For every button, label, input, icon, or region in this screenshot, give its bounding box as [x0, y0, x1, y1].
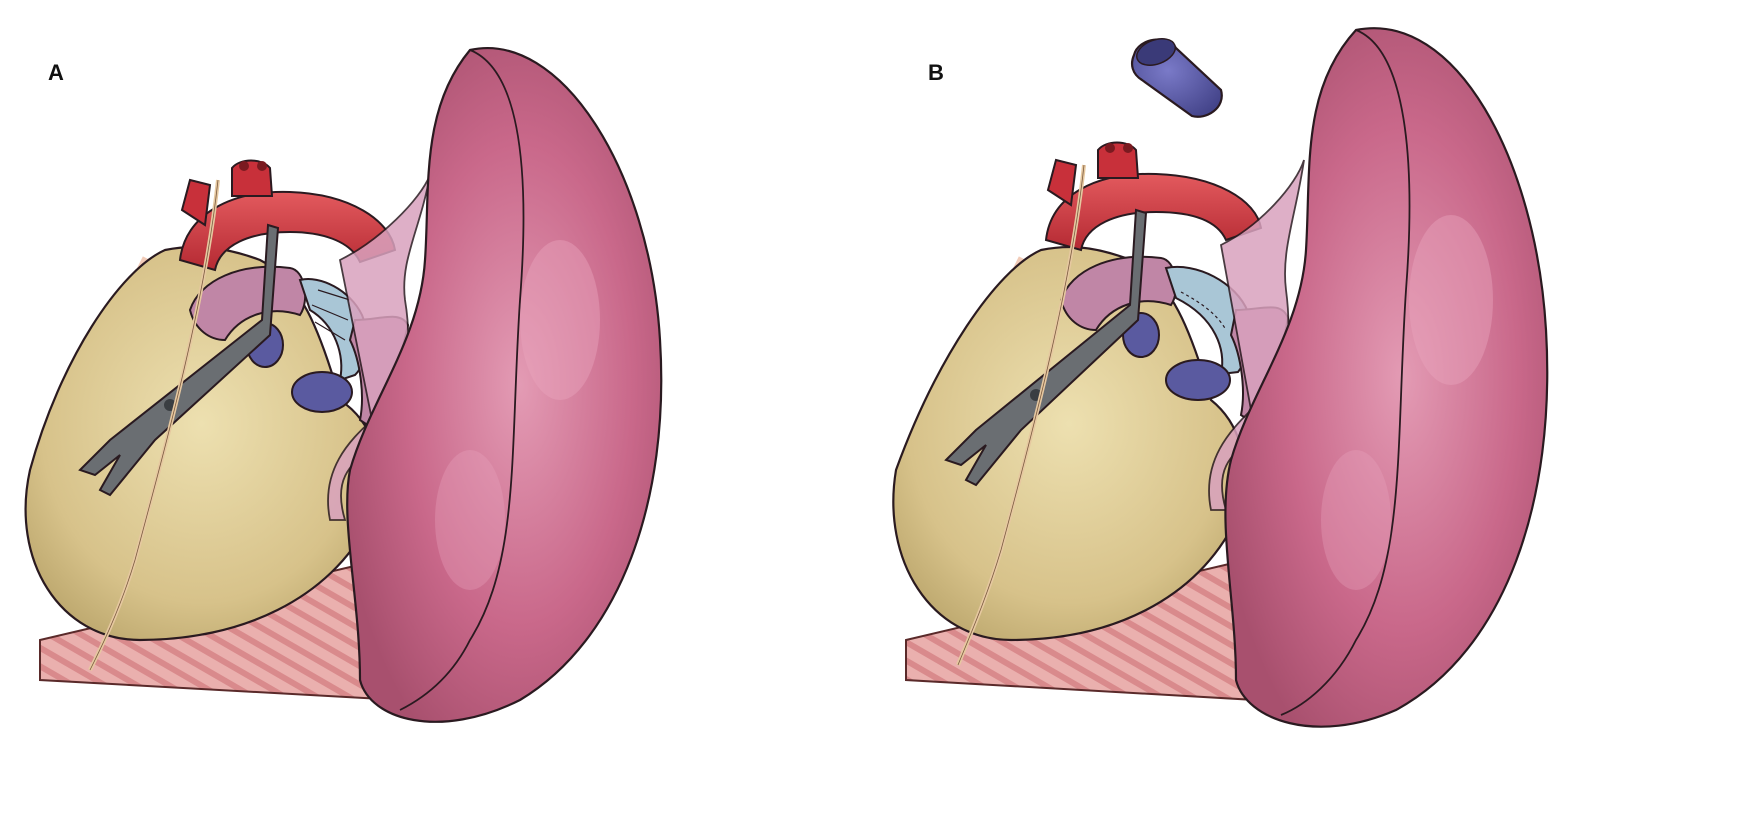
- panel-label-b: B: [928, 60, 944, 85]
- pulmonary-vein-lower: [1165, 359, 1231, 401]
- panel-a: A: [24, 47, 663, 723]
- aortic-branch: [1046, 158, 1078, 207]
- pulmonary-artery: [188, 265, 307, 342]
- panel-label-a: A: [48, 60, 64, 85]
- left-lung: [1224, 27, 1549, 728]
- lung-fissure: [1280, 29, 1411, 716]
- lung-fissure: [399, 49, 525, 711]
- panel-b: B: [876, 0, 1752, 840]
- pulmonary-artery: [1059, 255, 1178, 332]
- surgical-illustration-a: [24, 47, 663, 723]
- vascular-clamp: [78, 223, 280, 497]
- left-lung: [346, 47, 663, 723]
- surgical-illustration-b: [892, 27, 1549, 728]
- pulmonary-vein-lower: [291, 371, 353, 413]
- aortic-branch: [180, 178, 212, 227]
- vascular-clamp: [944, 208, 1148, 487]
